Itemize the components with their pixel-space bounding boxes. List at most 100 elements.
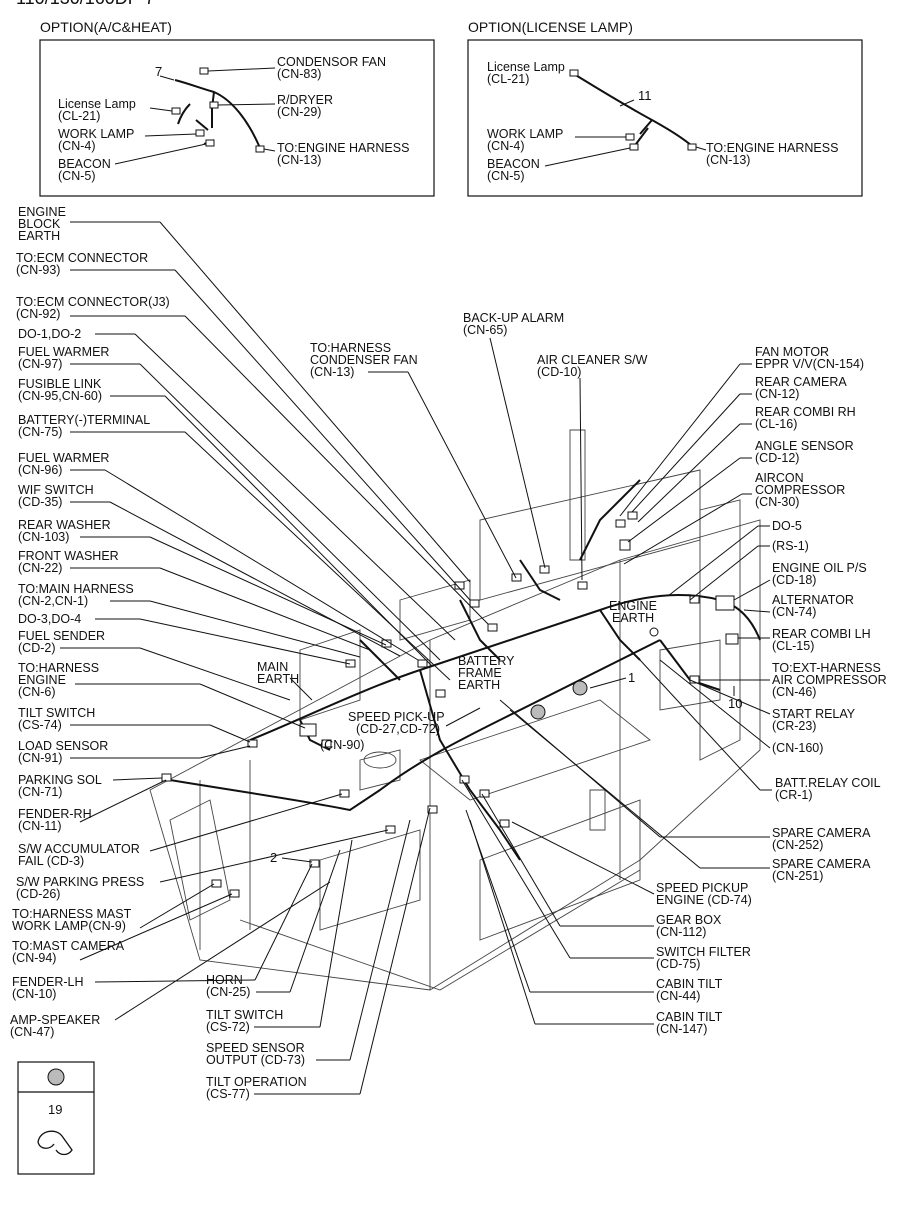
leader-amp-speaker — [114, 881, 331, 1021]
item-number-1: 1 — [628, 670, 635, 685]
callout-ext-harness-2: AIR COMPRESSOR — [772, 673, 887, 687]
callout-rear-combi-lh-2: (CL-15) — [772, 639, 814, 653]
option-ac-item-number: 7 — [155, 64, 162, 79]
code-cn13-ac: (CN-13) — [277, 153, 321, 167]
label-beacon-lic: BEACON — [487, 157, 540, 171]
leader-batt-relay-diag — [639, 659, 761, 791]
callout-parking-sol-2: (CN-71) — [18, 785, 62, 799]
leader-beacon-lic — [544, 147, 631, 167]
callout-spare-camera-251-2: (CN-251) — [772, 869, 823, 883]
leader-start-relay — [689, 679, 771, 715]
label-engine-harness-lic: TO:ENGINE HARNESS — [706, 141, 838, 155]
callout-speed-pickup-2: (CD-27,CD-72) — [356, 722, 440, 736]
connector-cn29 — [209, 101, 219, 109]
leader-condenser-diag — [407, 371, 517, 579]
code-cn5-lic: (CN-5) — [487, 169, 525, 183]
center-callouts: TO:HARNESS CONDENSER FAN (CN-13) BACK-UP… — [257, 311, 657, 752]
callout-air-cleaner-1: AIR CLEANER S/W — [537, 353, 648, 367]
leader-engine-harness-ac — [263, 148, 276, 152]
callout-ecm-cn92-2: (CN-92) — [16, 307, 60, 321]
leader-do1-diag — [134, 333, 456, 641]
callout-do3-do4: DO-3,DO-4 — [18, 612, 81, 626]
leader-harness-engine-diag — [199, 683, 306, 729]
callout-engine-oil-1: ENGINE OIL P/S — [772, 561, 867, 575]
leader-work-lamp-ac — [144, 133, 197, 137]
option-license-title: OPTION(LICENSE LAMP) — [468, 19, 633, 35]
leader-rs1-diag — [689, 545, 759, 601]
connector-cn5-ac — [205, 139, 215, 147]
callout-cabin-tilt-44-1: CABIN TILT — [656, 977, 723, 991]
callout-fender-lh-2: (CN-10) — [12, 987, 56, 1001]
callout-speed-pickup-engine-1: SPEED PICKUP — [656, 881, 748, 895]
callout-engine-block-2: BLOCK — [18, 217, 61, 231]
callout-main-earth-2: EARTH — [257, 672, 299, 686]
leader-rear-camera-diag — [631, 393, 741, 513]
leader-rdryer — [217, 103, 276, 106]
leader-engine-block-diag — [159, 221, 471, 583]
leader-item-2 — [281, 857, 313, 863]
callout-alternator-1: ALTERNATOR — [772, 593, 854, 607]
callout-cn160: (CN-160) — [772, 741, 823, 755]
leader-fender-lh-diag — [254, 863, 313, 981]
callout-main-harness-2: (CN-2,CN-1) — [18, 594, 88, 608]
callout-harness-engine-1: TO:HARNESS — [18, 661, 99, 675]
leader-wif-diag — [109, 501, 401, 657]
label-license-lamp-lic: License Lamp — [487, 60, 565, 74]
callout-condenser-1: TO:HARNESS — [310, 341, 391, 355]
leader-cabin-tilt-147-diag — [469, 819, 536, 1025]
callout-do1-do2: DO-1,DO-2 — [18, 327, 81, 341]
item-numbers: 1 2 10 — [270, 670, 742, 865]
callout-mast-camera-2: (CN-94) — [12, 951, 56, 965]
callout-mast-camera-1: TO:MAST CAMERA — [12, 939, 125, 953]
callout-fender-rh-2: (CN-11) — [18, 819, 62, 833]
code-cn4-lic: (CN-4) — [487, 139, 525, 153]
callout-tilt-cs74-1: TILT SWITCH — [18, 706, 95, 720]
callout-condenser-3: (CN-13) — [310, 365, 354, 379]
callout-battery-frame-2: FRAME — [458, 666, 502, 680]
callout-amp-speaker-2: (CN-47) — [10, 1025, 54, 1039]
code-cn5-ac: (CN-5) — [58, 169, 96, 183]
leader-gear-box-diag — [481, 793, 561, 927]
leader-rear-combi-rh-diag — [637, 423, 741, 523]
callout-mast-work-lamp-2: WORK LAMP(CN-9) — [12, 919, 126, 933]
option-license-frame — [467, 39, 863, 197]
callout-rear-camera-1: REAR CAMERA — [755, 375, 847, 389]
option-ac-item-leader — [159, 75, 175, 81]
leader-engine-oil — [733, 579, 771, 601]
callout-amp-speaker-1: AMP-SPEAKER — [10, 1013, 100, 1027]
leader-fuel-sender-diag — [139, 647, 291, 701]
code-cn13-lic: (CN-13) — [706, 153, 750, 167]
callout-backup-alarm-2: (CN-65) — [463, 323, 507, 337]
callout-tilt-cs74-2: (CS-74) — [18, 718, 62, 732]
model-header: 110/130/160DF-7 — [16, 0, 155, 8]
leader-air-cleaner — [579, 377, 583, 581]
callout-parking-press-2: (CD-26) — [16, 887, 60, 901]
callout-front-washer-2: (CN-22) — [18, 561, 62, 575]
leader-cn160 — [659, 659, 771, 749]
option-license-lamp-panel: OPTION(LICENSE LAMP) 11 License Lamp (CL… — [467, 19, 863, 197]
callout-tilt-cs72-1: TILT SWITCH — [206, 1008, 283, 1022]
callout-gear-box-1: GEAR BOX — [656, 913, 722, 927]
callout-fuel-sender-2: (CD-2) — [18, 641, 56, 655]
callout-accumulator-1: S/W ACCUMULATOR — [18, 842, 140, 856]
callout-wif-1: WIF SWITCH — [18, 483, 94, 497]
callout-start-relay-2: (CR-23) — [772, 719, 816, 733]
callout-battery-frame-3: EARTH — [458, 678, 500, 692]
item-number-19: 19 — [48, 1102, 62, 1117]
callout-harness-engine-2: ENGINE — [18, 673, 66, 687]
connector-cn13-lic — [687, 143, 697, 151]
callout-do5: DO-5 — [772, 519, 802, 533]
leader-item-11 — [619, 99, 635, 107]
leader-engine-harness-lic — [695, 146, 707, 151]
callout-spare-camera-252-1: SPARE CAMERA — [772, 826, 871, 840]
label-beacon-ac: BEACON — [58, 157, 111, 171]
connector-cl21-ac — [171, 107, 181, 115]
callout-fuel-warmer-97-1: FUEL WARMER — [18, 345, 109, 359]
leader-tilt-cs74-diag — [209, 724, 251, 743]
callout-batt-relay-1: BATT.RELAY COIL — [775, 776, 881, 790]
callout-load-sensor-2: (CN-91) — [18, 751, 62, 765]
code-cn4-ac: (CN-4) — [58, 139, 96, 153]
leader-main-earth — [289, 677, 313, 701]
code-cn83: (CN-83) — [277, 67, 321, 81]
callout-backup-alarm-1: BACK-UP ALARM — [463, 311, 564, 325]
